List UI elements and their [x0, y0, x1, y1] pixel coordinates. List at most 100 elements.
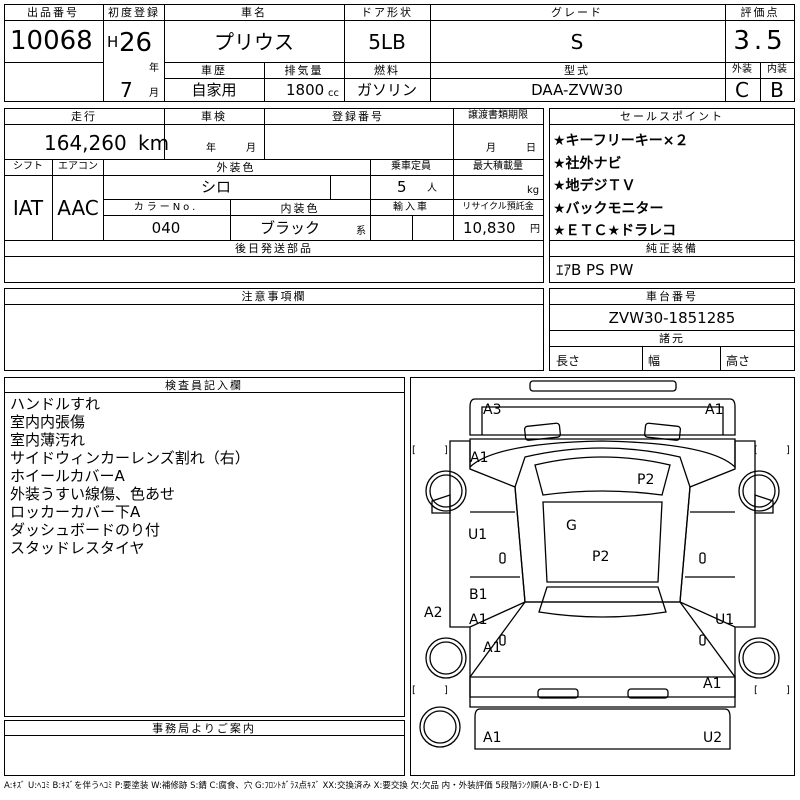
- lot-number: 10068: [10, 26, 93, 56]
- int-color: ブラック: [259, 219, 321, 237]
- windshield: [534, 456, 671, 496]
- fuel-header: 燃料: [374, 64, 400, 77]
- insp-month-unit: 月: [246, 143, 256, 154]
- grade: S: [570, 30, 584, 54]
- svg-text:]: ]: [444, 685, 448, 696]
- sales-point: ★地デジＴＶ: [553, 178, 636, 194]
- shift: IAT: [12, 196, 44, 220]
- sales-point: ★ＥＴＣ★ドラレコ: [553, 223, 677, 239]
- mileage-header: 走行: [71, 110, 97, 123]
- max-load-unit: kg: [527, 185, 540, 196]
- dims-length: 長さ: [556, 354, 581, 368]
- rear-window: [538, 586, 667, 618]
- inspector-note: ハンドルすれ: [10, 395, 101, 413]
- car-name-header: 車名: [241, 6, 267, 19]
- car-name: プリウス: [214, 30, 294, 54]
- later-parts-header: 後日発送部品: [235, 242, 313, 255]
- transfer-day-unit: 日: [526, 143, 536, 154]
- notes-header: 注意事項欄: [241, 290, 307, 303]
- genuine-equipment: ｴｱB PS PW: [556, 261, 634, 279]
- insp-year-unit: 年: [206, 143, 216, 154]
- dims-width: 幅: [648, 354, 661, 368]
- front-bumper: [469, 398, 736, 436]
- mileage: 164,260: [44, 131, 127, 155]
- inspector-header: 検査員記入欄: [165, 379, 243, 392]
- color-no-header: カラーNo.: [133, 202, 199, 213]
- car-diagram: [] [] [] []: [412, 380, 790, 750]
- mark-rear-door-l-a: A1: [469, 612, 488, 628]
- mark-rear-quarter-l: A1: [483, 640, 502, 656]
- mark-fender-l: A2: [424, 605, 443, 621]
- genuine-header: 純正装備: [646, 242, 698, 255]
- bracket-fr: [: [754, 445, 758, 456]
- mark-rear-door-l-b: B1: [469, 587, 488, 603]
- inspector-note: ダッシュボードのり付: [10, 521, 161, 539]
- rear-bumper: [469, 676, 736, 698]
- int-color-unit: 系: [356, 226, 366, 237]
- mileage-unit: km: [138, 131, 170, 155]
- svg-text:]: ]: [444, 445, 448, 456]
- car-diagram-box: [410, 377, 795, 776]
- roof: [542, 501, 663, 583]
- mark-rear-quarter-r: A1: [703, 676, 722, 692]
- bracket-fl: [: [412, 445, 416, 456]
- max-load-header: 最大積載量: [473, 161, 523, 172]
- mirror-right: [754, 494, 774, 514]
- first-reg-header: 初度登録: [108, 6, 160, 19]
- reg-year: 26: [119, 28, 153, 58]
- displacement-unit: cc: [328, 88, 339, 99]
- month-unit: 月: [149, 88, 159, 99]
- era: H: [107, 33, 119, 51]
- import-header: 輸入車: [393, 202, 429, 213]
- sales-points-list: ★キーフリーキー×２ ★社外ナビ ★地デジＴＶ ★バックモニター ★ＥＴＣ★ドラ…: [553, 130, 688, 243]
- color-no: 040: [151, 219, 181, 237]
- year-unit: 年: [149, 63, 159, 74]
- history-header: 車歴: [201, 64, 227, 77]
- reg-number-header: 登録番号: [332, 110, 384, 123]
- chassis-header: 車台番号: [646, 290, 698, 303]
- mark-rear-door-r: U1: [715, 612, 735, 628]
- sales-point: ★バックモニター: [553, 200, 664, 217]
- inspector-note: 室内内張傷: [10, 413, 86, 431]
- shift-header: シフト: [13, 161, 43, 172]
- history: 自家用: [191, 81, 237, 99]
- bracket-rr: [: [754, 685, 758, 696]
- displacement: 1800: [286, 81, 325, 99]
- mark-roof: G: [566, 518, 577, 534]
- capacity-header: 乗車定員: [391, 161, 431, 172]
- hood: [469, 438, 736, 469]
- wheel-fl: [425, 470, 467, 512]
- chassis-number: ZVW30-1851285: [608, 309, 736, 327]
- exterior-header: 外装: [732, 64, 752, 75]
- ext-color: シロ: [200, 178, 232, 196]
- model: DAA-ZVW30: [531, 81, 623, 99]
- grille-left: [523, 422, 561, 441]
- dims-height: 高さ: [726, 354, 751, 368]
- svg-text:]: ]: [786, 685, 790, 696]
- mark-roof-p: P2: [592, 549, 610, 565]
- displacement-header: 排気量: [284, 64, 324, 77]
- capacity-unit: 人: [427, 183, 437, 194]
- office-box: [4, 720, 405, 776]
- grade-header: グレード: [551, 6, 603, 19]
- inspector-note: サイドウィンカーレンズ割れ（右）: [10, 449, 250, 467]
- sales-point: ★社外ナビ: [553, 155, 622, 172]
- exterior-grade: C: [735, 78, 749, 102]
- interior-header: 内装: [767, 64, 787, 75]
- inspector-note: ホイールカバーA: [10, 467, 125, 485]
- top-section: [4, 4, 795, 102]
- recycle-header: リサイクル預託金: [462, 202, 534, 212]
- inspector-box: [4, 377, 405, 717]
- door-header: ドア形状: [361, 6, 413, 19]
- sales-point: ★キーフリーキー×２: [553, 133, 689, 149]
- bracket-rl: [: [412, 685, 416, 696]
- model-header: 型式: [564, 64, 590, 77]
- chassis-box: [549, 288, 795, 371]
- dims-header: 諸元: [659, 332, 685, 345]
- ac: AAC: [57, 196, 99, 220]
- spare-wheel: [419, 706, 461, 748]
- inspector-note: ロッカーカバー下A: [10, 503, 141, 521]
- mark-windshield: P2: [637, 472, 655, 488]
- inspector-note: 外装うすい線傷、色あせ: [10, 485, 176, 503]
- mark-rear-bumper-r: U2: [703, 730, 723, 746]
